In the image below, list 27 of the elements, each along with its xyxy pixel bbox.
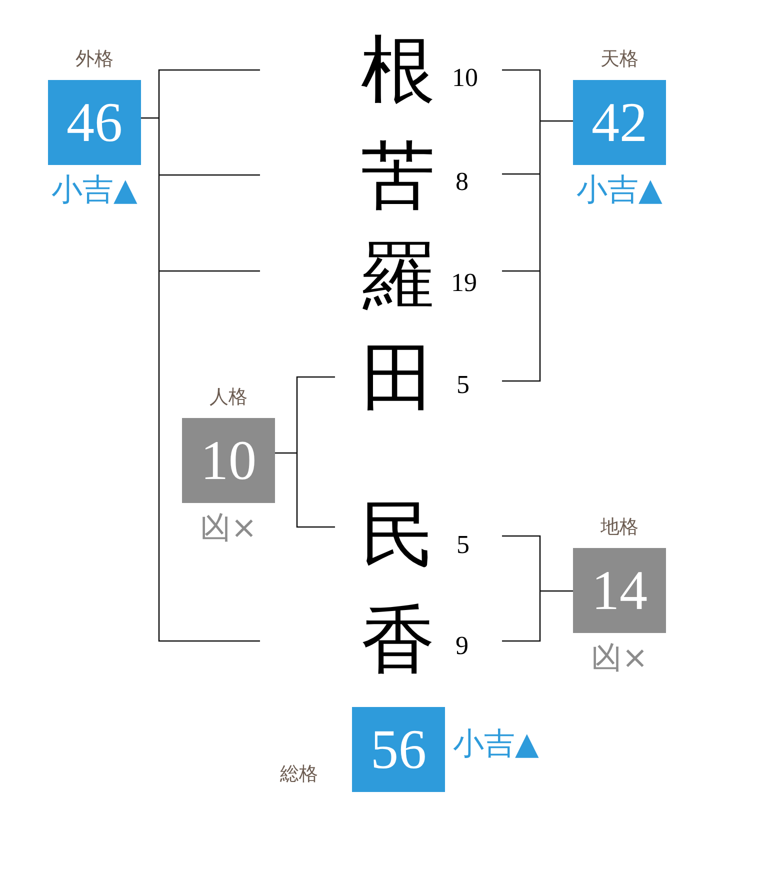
score-box: 56 <box>352 707 445 792</box>
score-box: 10 <box>182 418 275 503</box>
stroke-count: 19 <box>451 270 477 296</box>
stroke-count: 9 <box>456 633 468 659</box>
fortune-label: 凶× <box>200 513 257 544</box>
name-character: 香 <box>361 603 435 677</box>
score-box: 14 <box>573 548 666 633</box>
name-character: 民 <box>361 498 435 572</box>
name-character: 根 <box>361 33 435 107</box>
stroke-count: 10 <box>452 65 478 91</box>
score-heading: 総格 <box>280 765 318 784</box>
score-box: 46 <box>48 80 141 165</box>
fortune-label: 凶× <box>591 643 648 674</box>
name-character: 田 <box>361 341 435 415</box>
score-heading: 外格 <box>76 50 114 69</box>
fortune-label: 小吉▲ <box>453 729 539 760</box>
score-box: 42 <box>573 80 666 165</box>
stroke-count: 8 <box>456 169 468 195</box>
stroke-count: 5 <box>456 372 470 398</box>
name-character: 苦 <box>361 139 435 213</box>
score-heading: 地格 <box>600 518 638 537</box>
fortune-label: 小吉▲ <box>52 175 138 206</box>
fortune-label: 小吉▲ <box>576 175 662 206</box>
score-heading: 天格 <box>600 50 638 69</box>
stroke-count: 5 <box>456 532 470 558</box>
name-character: 羅 <box>361 239 435 313</box>
score-heading: 人格 <box>210 388 248 407</box>
